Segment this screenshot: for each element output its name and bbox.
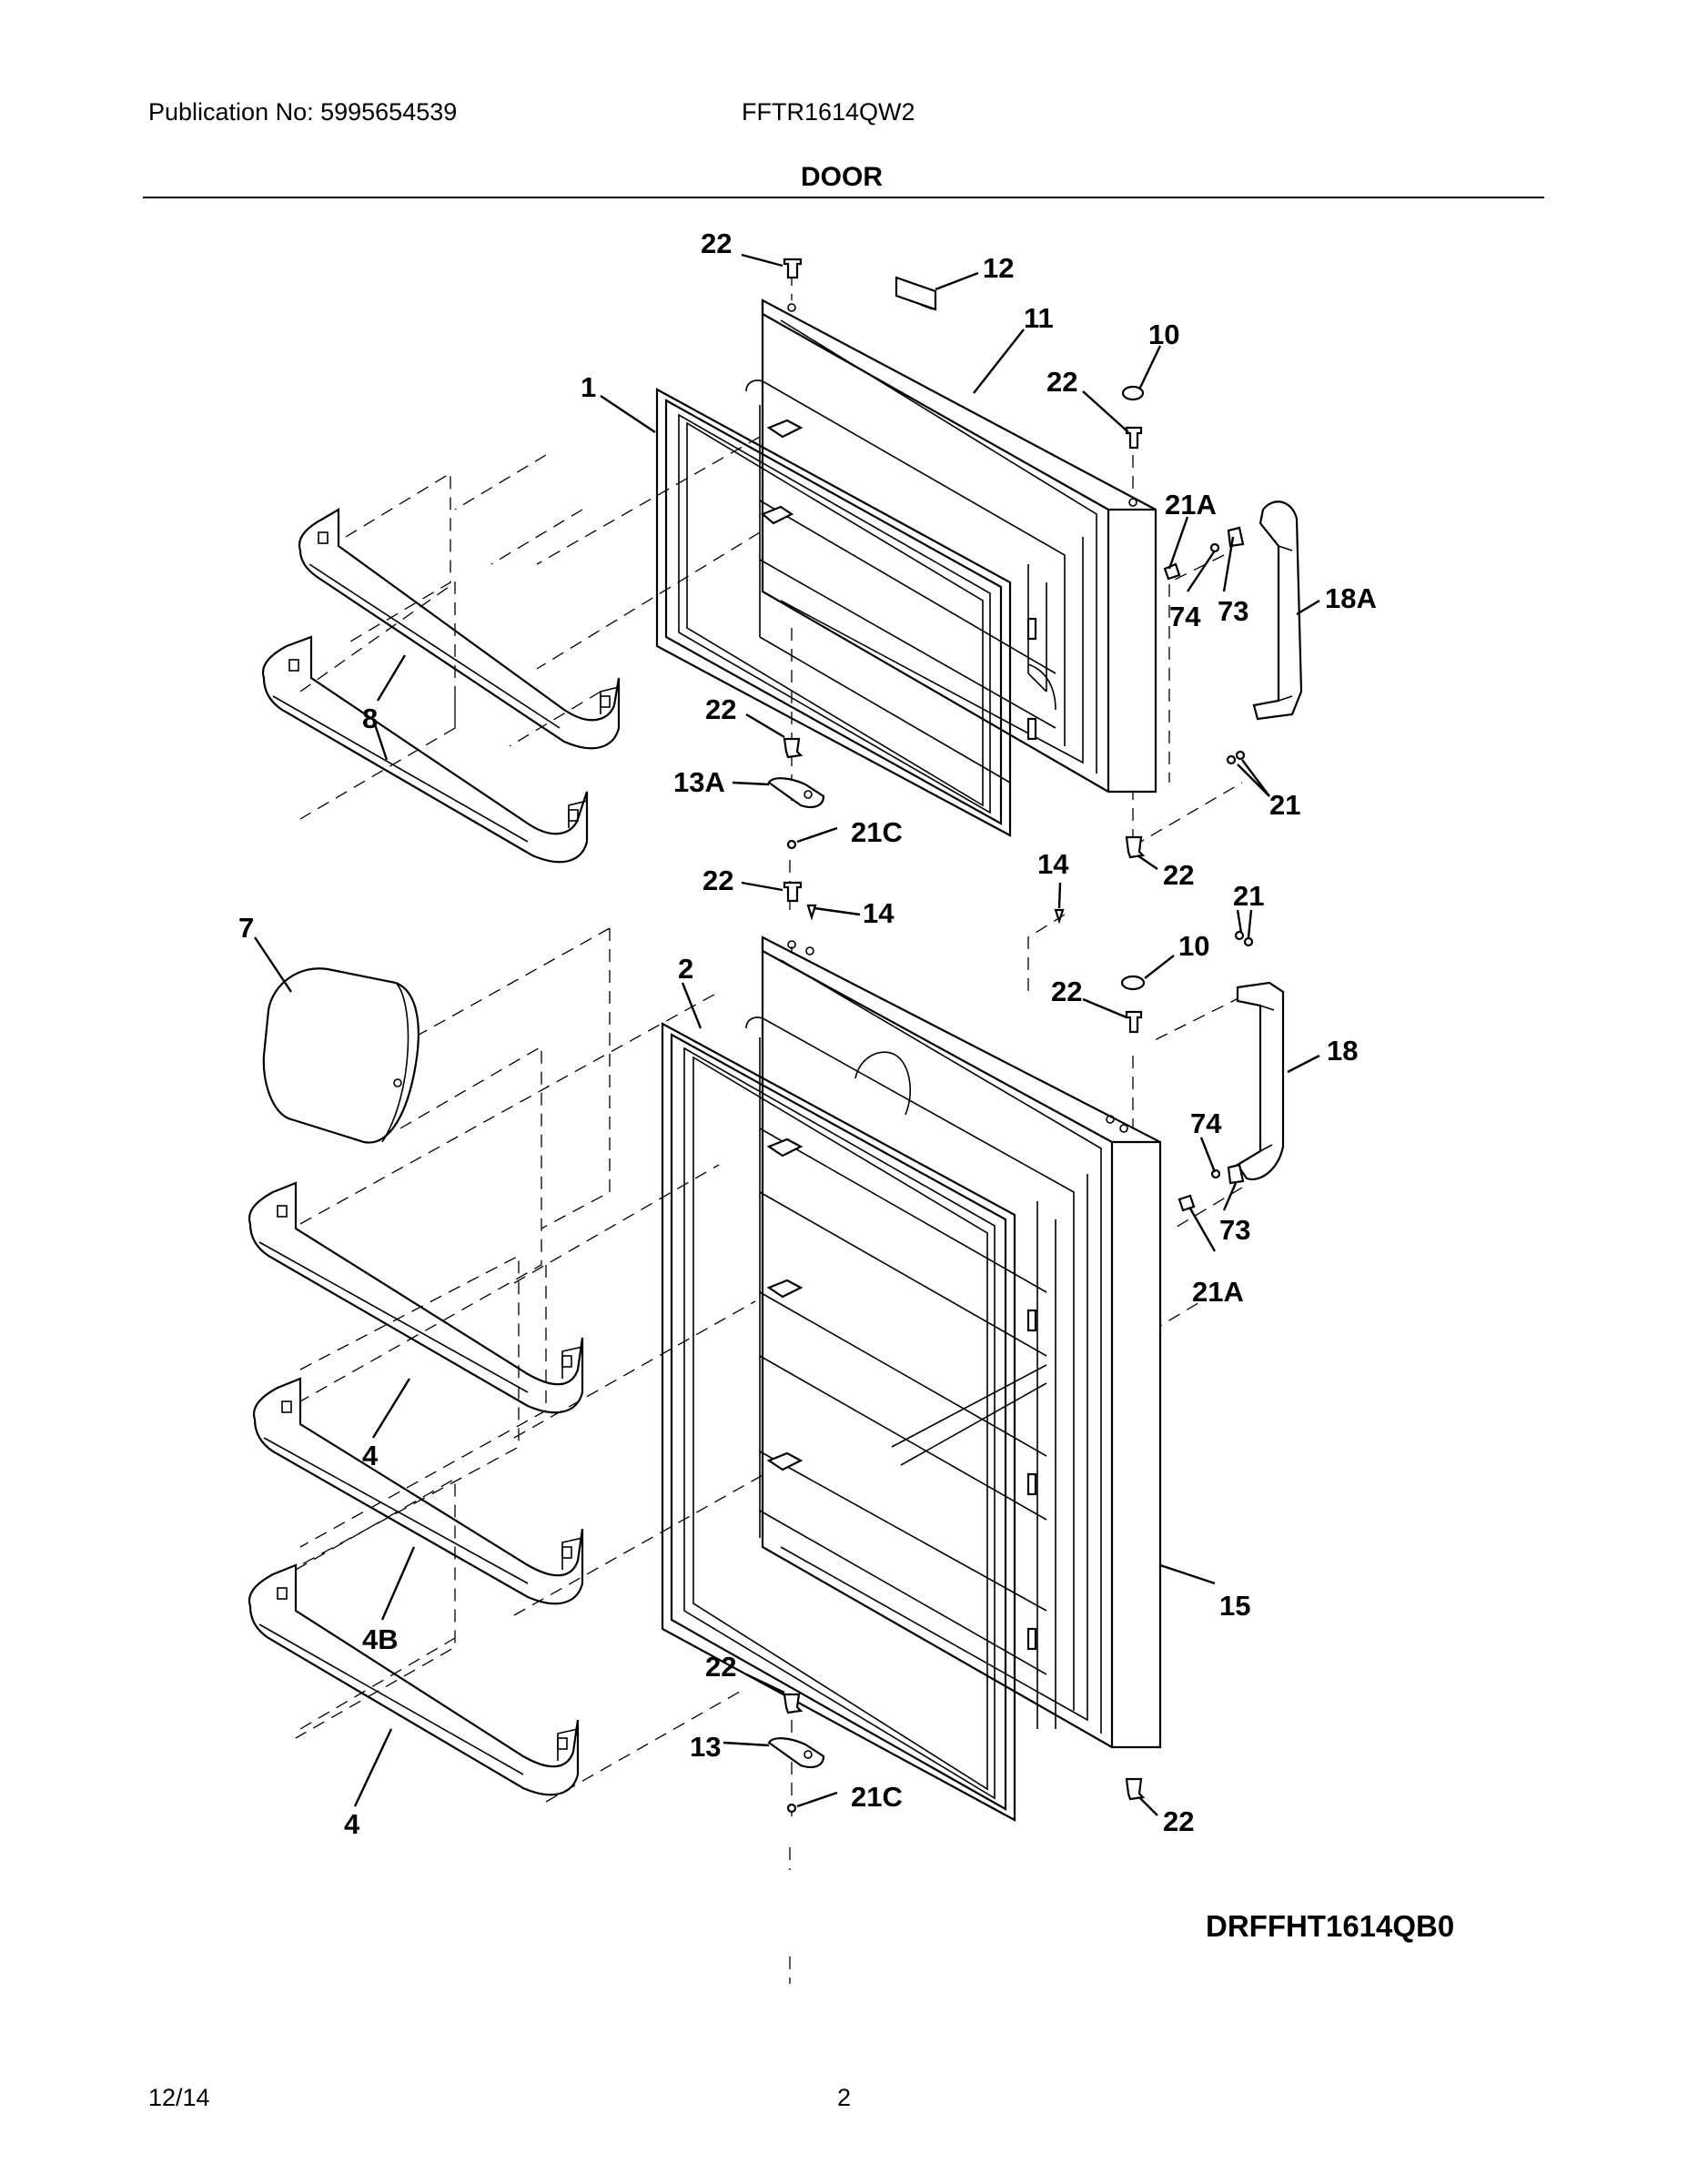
callout-11: 11 bbox=[1024, 302, 1054, 334]
callout-74: 74 bbox=[1169, 601, 1201, 632]
callout-4: 4 bbox=[362, 1440, 379, 1471]
callout-22: 22 bbox=[1163, 859, 1194, 891]
upper-hinge-18a bbox=[1252, 500, 1303, 721]
freezer-shelf-upper bbox=[298, 508, 621, 750]
callout-22: 22 bbox=[1163, 1805, 1194, 1837]
callout-21c: 21C bbox=[851, 1781, 903, 1813]
callout-22: 22 bbox=[1051, 976, 1082, 1007]
callout-73: 73 bbox=[1219, 1214, 1250, 1246]
callout-12: 12 bbox=[983, 252, 1014, 284]
callout-74: 74 bbox=[1190, 1107, 1222, 1139]
model-number: FFTR1614QW2 bbox=[742, 98, 915, 126]
callout-leader-lines bbox=[254, 253, 1320, 1816]
callout-22: 22 bbox=[705, 693, 736, 725]
callout-10: 10 bbox=[1148, 318, 1179, 350]
callout-8: 8 bbox=[362, 703, 378, 734]
diagram-code: DRFFHT1614QB0 bbox=[1206, 1909, 1455, 1943]
door-shelf-4-lower bbox=[248, 1563, 580, 1796]
callout-22: 22 bbox=[702, 864, 733, 896]
footer-date: 12/14 bbox=[148, 2084, 210, 2111]
door-shelf-4b bbox=[252, 1377, 584, 1605]
callout-4b: 4B bbox=[362, 1623, 399, 1655]
callout-10: 10 bbox=[1178, 930, 1209, 962]
publication-number: Publication No: 5995654539 bbox=[148, 98, 458, 126]
callout-14: 14 bbox=[863, 897, 895, 929]
page-number: 2 bbox=[837, 2084, 852, 2111]
callout-22: 22 bbox=[701, 228, 732, 259]
callout-15: 15 bbox=[1219, 1590, 1250, 1622]
hinge-pins-and-screws bbox=[767, 258, 1254, 1814]
fresh-food-door-gasket bbox=[661, 1022, 1016, 1822]
header-divider bbox=[143, 197, 1544, 198]
freezer-door-panel bbox=[745, 298, 1157, 794]
callout-13: 13 bbox=[690, 1731, 721, 1763]
dairy-bin-cover bbox=[262, 967, 419, 1144]
callout-18a: 18A bbox=[1325, 582, 1377, 614]
callout-21: 21 bbox=[1233, 880, 1264, 912]
callout-7: 7 bbox=[238, 912, 254, 944]
freezer-door-gasket bbox=[655, 388, 1012, 837]
callout-4: 4 bbox=[344, 1808, 360, 1840]
callout-21: 21 bbox=[1269, 789, 1300, 821]
section-title: DOOR bbox=[801, 162, 883, 192]
callout-22: 22 bbox=[705, 1651, 736, 1683]
callout-21a: 21A bbox=[1192, 1276, 1244, 1308]
callout-1: 1 bbox=[581, 371, 596, 403]
callout-14: 14 bbox=[1037, 848, 1069, 880]
callout-18: 18 bbox=[1327, 1035, 1358, 1067]
fresh-food-door-panel bbox=[745, 935, 1162, 1749]
door-shelf-4-upper bbox=[248, 1181, 584, 1414]
callout-21a: 21A bbox=[1165, 489, 1217, 521]
callout-13a: 13A bbox=[673, 766, 725, 798]
callout-22: 22 bbox=[1046, 366, 1077, 398]
callout-21c: 21C bbox=[851, 816, 903, 848]
callout-73: 73 bbox=[1218, 595, 1248, 627]
callout-labels: 22 12 11 10 22 1 21A 74 73 18A 8 22 13A … bbox=[238, 228, 1377, 1840]
callout-2: 2 bbox=[678, 953, 693, 985]
lower-hinge-18 bbox=[1236, 981, 1285, 1181]
freezer-shelf-lower bbox=[261, 635, 589, 864]
